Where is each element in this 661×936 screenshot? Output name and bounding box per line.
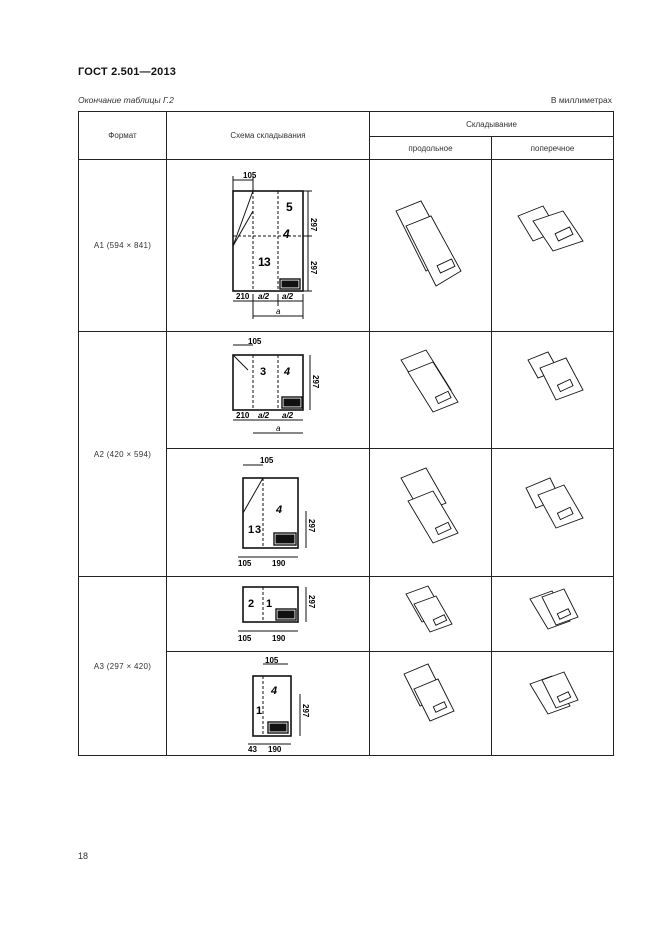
transverse-fold-a2-1-icon [526,351,584,401]
longitudinal-fold-a3-1-icon [404,585,453,633]
format-a3: А3 (297 × 420) [78,576,167,756]
transverse-fold-a1-icon [516,204,584,252]
dim-bottom-1: 105 [238,559,252,568]
longitudinal-a1 [369,159,492,332]
scheme-a1: 105 210 a/2 a/2 a 297 297 5 4 1 3 [166,159,370,332]
panel-digit-4: 4 [282,227,290,241]
longitudinal-fold-a1-icon [394,199,462,287]
page-number: 18 [78,851,89,861]
panel-digit-3: 3 [260,366,266,378]
dim-bottom-3: a/2 [282,292,294,301]
dim-top: 105 [265,656,279,665]
transverse-fold-a3-1-icon [528,588,579,630]
dim-right-2: 297 [309,261,318,275]
panel-digit-2: 2 [248,598,254,610]
longitudinal-fold-a2-2-icon [399,466,459,544]
scheme-a3-2: 105 43 190 297 4 1 [166,651,370,756]
dim-bottom-2: 190 [272,634,286,643]
panel-digit-5: 5 [286,200,293,214]
dim-right: 297 [301,704,310,718]
header-scheme: Схема складывания [166,111,370,160]
dim-bottom-1: 43 [248,745,257,754]
transverse-a2-2 [490,448,615,577]
fold-scheme-a3-1-diagram: 105 190 297 2 1 [238,586,316,643]
scheme-a2-1: 105 210 a/2 a/2 a 297 3 4 [166,331,370,449]
dim-right: 297 [307,595,316,609]
panel-digit-4: 4 [283,366,290,378]
dim-top: 105 [260,456,274,465]
folding-table: Формат Схема складывания Складывание про… [78,111,615,756]
dim-bottom-2: a/2 [258,292,270,301]
table-continuation-caption: Окончание таблицы Г.2 [78,95,174,105]
dim-bottom-1: 210 [236,292,250,301]
header-folding: Складывание [368,111,615,137]
transverse-a3-1 [490,576,615,652]
units-caption: В миллиметрах [550,95,612,105]
panel-digit-4: 4 [270,685,277,697]
header-transverse: поперечное [490,136,615,160]
header-longitudinal: продольное [369,136,492,160]
format-a1: А1 (594 × 841) [78,159,167,332]
fold-scheme-a3-2-diagram: 105 43 190 297 4 1 [248,656,310,754]
transverse-fold-a3-2-icon [528,670,579,715]
transverse-a1 [490,159,615,332]
format-a2: А2 (420 × 594) [78,331,167,577]
transverse-fold-a2-2-icon [524,476,584,529]
dim-bottom-2: 190 [268,745,282,754]
transverse-a3-2 [490,651,615,756]
dim-under: a [276,424,281,433]
dim-bottom-1: 105 [238,634,252,643]
panel-digit-1: 1 [266,598,272,610]
longitudinal-a2-2 [369,448,492,577]
longitudinal-a2-1 [369,331,492,449]
dim-right: 297 [307,519,316,533]
dim-right: 297 [311,375,320,389]
fold-scheme-a1-diagram: 105 210 a/2 a/2 a 297 297 5 4 1 3 [232,171,318,319]
dim-bottom-1: 210 [236,411,250,420]
document-header: ГОСТ 2.501—2013 [78,66,177,78]
dim-bottom-2: a/2 [258,411,270,420]
panel-digit-1: 1 [256,705,262,717]
panel-digit-4: 4 [275,504,282,516]
longitudinal-fold-a2-1-icon [399,349,459,413]
dim-top: 105 [243,171,257,180]
scheme-a3-1: 105 190 297 2 1 [166,576,370,652]
dim-under: a [276,307,281,316]
longitudinal-a3-1 [369,576,492,652]
dim-bottom-3: a/2 [282,411,294,420]
header-format: Формат [78,111,167,160]
fold-scheme-a2-1-diagram: 105 210 a/2 a/2 a 297 3 4 [232,337,320,434]
panel-digit-1: 1 [248,524,254,536]
scheme-a2-2: 105 105 190 297 4 1 3 [166,448,370,577]
longitudinal-a3-2 [369,651,492,756]
panel-digit-3: 3 [264,255,271,269]
fold-scheme-a2-2-diagram: 105 105 190 297 4 1 3 [238,456,316,568]
transverse-a2-1 [490,331,615,449]
longitudinal-fold-a3-2-icon [402,662,455,722]
dim-right-1: 297 [309,218,318,232]
dim-bottom-2: 190 [272,559,286,568]
panel-digit-1: 1 [258,255,265,269]
dim-top: 105 [248,337,262,346]
panel-digit-3: 3 [255,524,261,536]
